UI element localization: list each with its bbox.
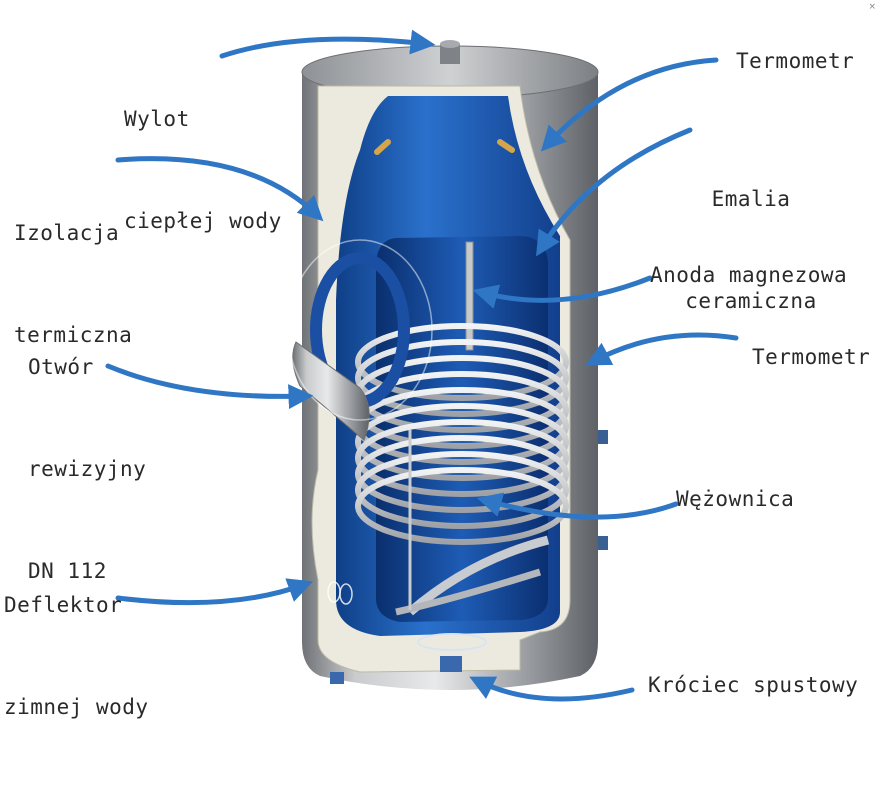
label-inspection-opening-line3: DN 112 (28, 559, 107, 583)
label-cold-water-deflector-line1: Deflektor (4, 593, 123, 617)
close-icon[interactable]: × (868, 2, 876, 12)
label-cold-water-deflector: Deflektor zimnej wody (4, 520, 149, 792)
arrow-magnesium-anode (472, 275, 653, 309)
label-thermometer-side: Termometr (752, 345, 871, 369)
label-inspection-opening-line1: Otwór (28, 355, 94, 379)
label-thermal-insulation-line2: termiczna (14, 323, 133, 347)
label-drain-connector: Króciec spustowy (648, 673, 859, 697)
label-ceramic-enamel-line1: Emalia (711, 187, 791, 211)
arrow-inspection-opening (105, 363, 314, 410)
arrow-ceramic-enamel (536, 127, 693, 257)
diagram-canvas: Wylot ciepłej wody Izolacja termiczna Ot… (4, 2, 876, 719)
arrow-thermal-insulation (115, 156, 324, 222)
drain-connector-pipe (440, 656, 462, 672)
arrow-cold-water-deflector (115, 578, 314, 606)
label-hot-water-outlet-line1: Wylot (124, 107, 190, 131)
arrow-hot-water-outlet (219, 29, 436, 59)
label-ceramic-enamel: Emalia ceramiczna (676, 114, 826, 386)
label-magnesium-anode: Anoda magnezowa (650, 263, 848, 287)
label-cold-water-deflector-line2: zimnej wody (4, 695, 149, 719)
inspection-cover (292, 341, 370, 441)
hot-water-outlet-pipe (440, 44, 460, 64)
magnesium-anode-rod (465, 241, 474, 351)
arrow-coil (476, 492, 679, 520)
bottom-plate (417, 633, 487, 651)
label-thermal-insulation-line1: Izolacja (14, 221, 120, 245)
arrow-thermometer-side (585, 332, 739, 366)
arrow-drain-connector (469, 676, 635, 702)
label-inspection-opening-line2: rewizyjny (28, 457, 147, 481)
water-heater-cutaway (105, 29, 739, 702)
label-coil: Wężownica (676, 487, 795, 511)
arrow-thermometer-top (540, 57, 719, 152)
cold-water-deflector (327, 581, 353, 605)
label-thermometer-top: Termometr (736, 49, 855, 73)
label-thermal-insulation: Izolacja termiczna (14, 148, 132, 420)
label-inspection-opening: Otwór rewizyjny DN 112 (28, 282, 146, 656)
annotation-arrows (105, 29, 739, 702)
label-hot-water-outlet: Wylot ciepłej wody (124, 34, 282, 306)
label-hot-water-outlet-line2: ciepłej wody (124, 209, 282, 233)
label-ceramic-enamel-line2: ceramiczna (685, 289, 817, 313)
